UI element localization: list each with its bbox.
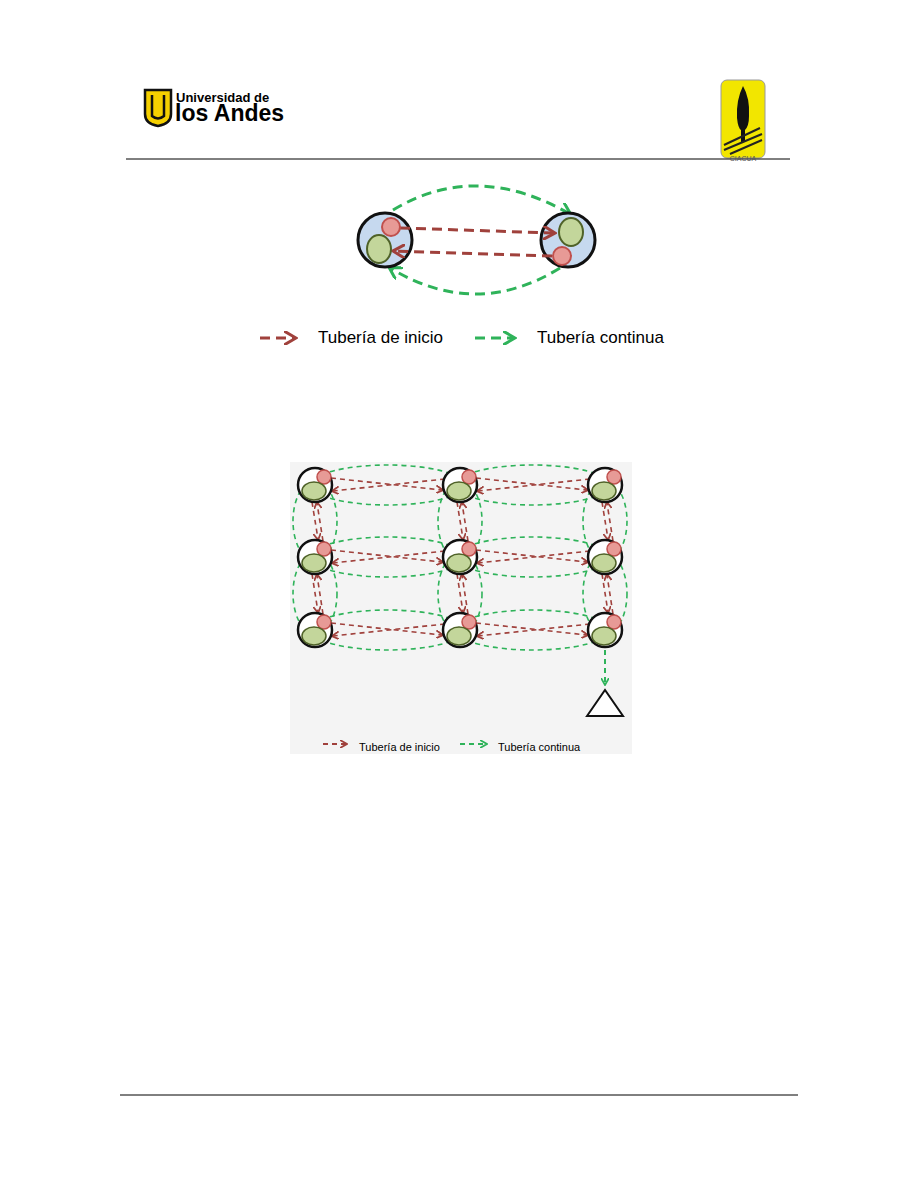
text-wrap: los Andes xyxy=(175,100,284,127)
junction-node xyxy=(443,613,477,647)
legend-text: Tubería continua xyxy=(537,328,664,348)
start-pipe xyxy=(312,502,318,539)
start-pipe xyxy=(478,623,599,636)
legend-text: Tubería de inicio xyxy=(359,741,440,753)
start-point xyxy=(462,470,476,484)
figure-ground xyxy=(290,462,632,754)
continuous-point xyxy=(592,482,616,500)
start-pipe xyxy=(331,623,442,635)
text-wrap: Tubería continua xyxy=(498,737,580,755)
start-pipe xyxy=(457,574,463,612)
legend-text: Tubería de inicio xyxy=(318,328,443,348)
start-pipe xyxy=(476,550,587,562)
legend-sample xyxy=(460,743,486,745)
two-node-diagram xyxy=(358,186,595,294)
start-pipe xyxy=(462,503,468,541)
start-pipe xyxy=(607,503,613,541)
start-point xyxy=(317,615,331,629)
start-pipe xyxy=(476,478,587,490)
junction-node xyxy=(298,613,332,647)
university-logo xyxy=(145,90,171,126)
text-wrap: Tubería de inicio xyxy=(318,328,443,348)
legend-sample xyxy=(260,337,295,340)
continuous-point xyxy=(592,627,616,645)
text-wrap: Tubería de inicio xyxy=(359,737,440,755)
start-pipe xyxy=(602,502,608,539)
junction-node xyxy=(443,468,477,502)
junction-node xyxy=(588,540,622,574)
junction-node xyxy=(588,468,622,502)
reservoir-symbol xyxy=(587,690,623,716)
junction-node xyxy=(443,540,477,574)
legend-text: Tubería continua xyxy=(498,741,580,753)
start-pipe xyxy=(333,478,454,491)
start-pipe xyxy=(317,503,323,541)
start-pipe xyxy=(607,575,613,614)
start-pipe xyxy=(457,502,463,539)
start-point xyxy=(317,470,331,484)
start-pipe xyxy=(478,550,599,563)
continuous-point xyxy=(302,554,326,572)
logo-text: CIACUA xyxy=(730,155,756,162)
junction-node xyxy=(298,468,332,502)
start-pipe xyxy=(333,550,454,563)
continuous-point xyxy=(592,554,616,572)
start-pipe xyxy=(317,575,323,614)
start-pipe xyxy=(478,478,599,491)
footer-rule xyxy=(120,1095,798,1096)
legend-sample xyxy=(323,743,346,745)
start-point xyxy=(317,542,331,556)
start-point xyxy=(462,542,476,556)
logo-text: los Andes xyxy=(175,100,284,127)
start-point xyxy=(462,615,476,629)
start-pipe xyxy=(333,623,454,636)
start-pipe xyxy=(331,478,442,490)
start-point xyxy=(607,542,621,556)
continuous-point xyxy=(447,554,471,572)
continuous-point xyxy=(447,627,471,645)
start-pipe xyxy=(312,574,318,612)
ciacua-logo xyxy=(721,80,765,158)
start-pipe xyxy=(602,574,608,612)
start-pipe xyxy=(331,550,442,562)
junction-node xyxy=(298,540,332,574)
grid-network xyxy=(293,465,627,650)
legend-sample xyxy=(475,337,514,340)
continuous-point xyxy=(302,482,326,500)
text-wrap: CIACUA xyxy=(730,147,756,165)
start-point xyxy=(607,470,621,484)
header-rule xyxy=(126,159,790,160)
junction-node xyxy=(588,613,622,647)
continuous-point xyxy=(302,627,326,645)
text-wrap: Tubería continua xyxy=(537,328,664,348)
start-point xyxy=(607,615,621,629)
outlet-pipe xyxy=(604,650,606,684)
start-pipe xyxy=(462,575,468,614)
start-pipe xyxy=(476,623,587,635)
continuous-point xyxy=(447,482,471,500)
